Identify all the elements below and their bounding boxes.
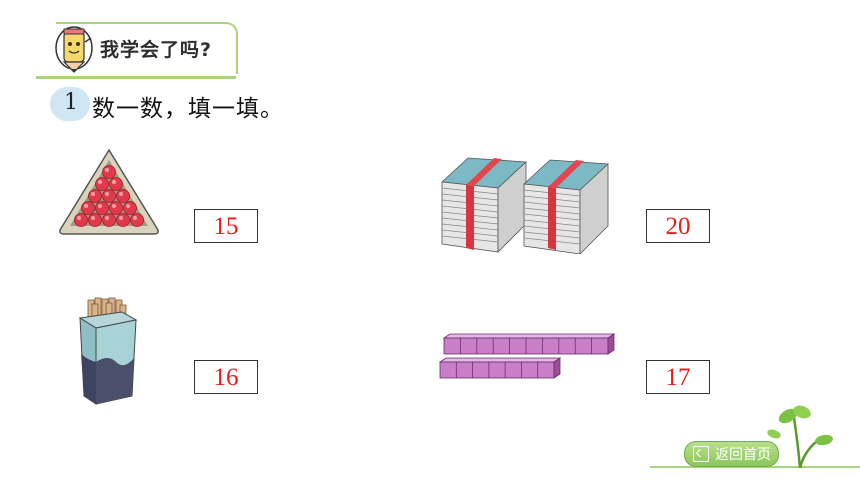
answer-box-cubes[interactable]: 17 xyxy=(646,360,710,394)
answer-cubes: 17 xyxy=(665,364,691,391)
section-title: 我学会了吗? xyxy=(100,39,213,61)
answer-sticks: 16 xyxy=(213,364,239,391)
return-home-button[interactable]: 返回首页 xyxy=(684,441,779,467)
answer-books: 20 xyxy=(665,213,691,240)
task-number: 1 xyxy=(64,90,78,115)
billiard-balls-picture xyxy=(59,148,159,235)
footer-line xyxy=(650,466,860,468)
header-frame xyxy=(56,22,238,74)
answer-billiard: 15 xyxy=(213,213,239,240)
answer-box-sticks[interactable]: 16 xyxy=(194,360,258,394)
answer-box-billiard[interactable]: 15 xyxy=(194,209,258,243)
pencil-mascot-icon xyxy=(55,26,93,73)
books-picture xyxy=(441,157,609,254)
task-number-badge: 1 xyxy=(50,87,90,121)
cubes-picture xyxy=(438,333,616,379)
answer-box-books[interactable]: 20 xyxy=(646,209,710,243)
section-header: 我学会了吗? xyxy=(48,22,238,78)
back-arrow-icon xyxy=(693,446,709,462)
return-home-label: 返回首页 xyxy=(715,447,771,463)
task-instruction: 数一数，填一填。 xyxy=(92,96,284,122)
header-underline xyxy=(36,76,236,79)
sticks-picture xyxy=(78,297,138,405)
sprout-icon xyxy=(767,405,833,468)
